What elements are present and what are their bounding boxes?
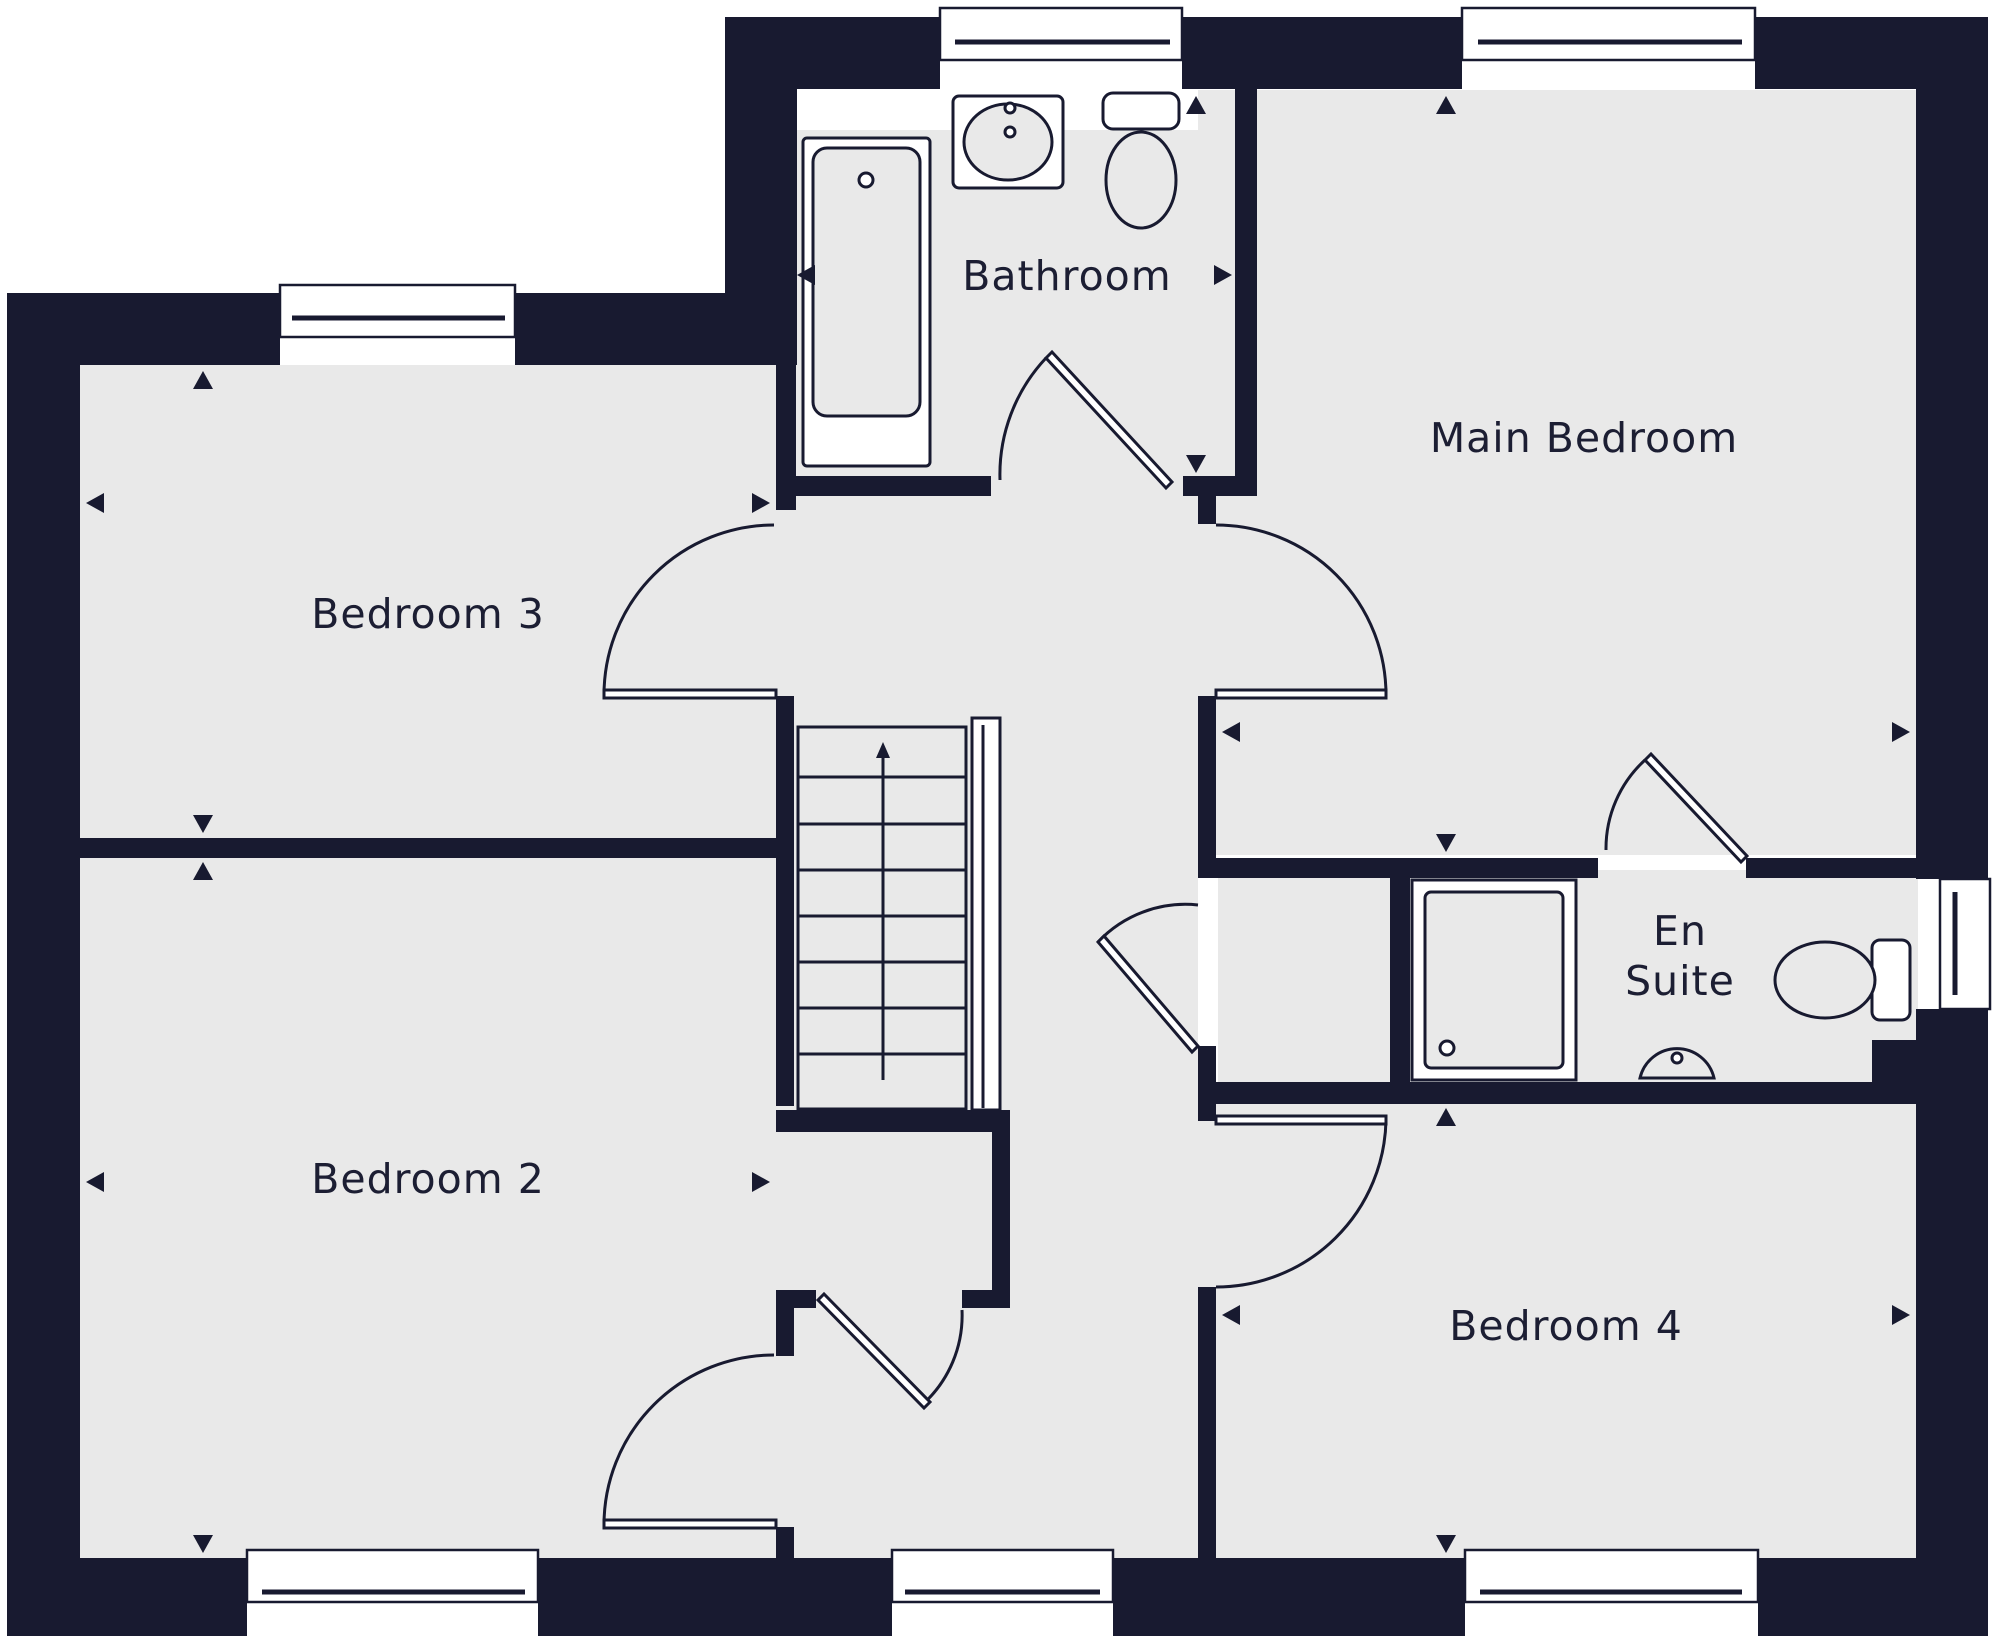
dimension-arrow-icon xyxy=(1892,722,1910,742)
bathtub-icon xyxy=(801,136,932,468)
room-label-main-bedroom: Main Bedroom xyxy=(1430,414,1738,462)
windows xyxy=(245,6,1992,1604)
door-swing-icon xyxy=(1095,902,1201,1055)
room-label-bedroom-2: Bedroom 2 xyxy=(311,1155,545,1203)
dimension-arrow-icon xyxy=(1214,265,1232,285)
room-label-en-suite-line2: Suite xyxy=(1625,957,1735,1005)
shower-tray-icon xyxy=(1410,878,1578,1082)
window-icon xyxy=(278,283,517,339)
dimension-arrow-icon xyxy=(86,1172,104,1192)
basin-icon xyxy=(951,94,1065,190)
dimension-arrow-icon xyxy=(193,815,213,833)
dimension-arrow-icon xyxy=(1436,1108,1456,1126)
toilet-icon xyxy=(1773,938,1912,1022)
door-swing-icon xyxy=(1604,751,1750,865)
toilet-icon xyxy=(1101,91,1181,230)
walls xyxy=(7,17,1988,1636)
basin-icon xyxy=(1638,1047,1716,1080)
dimension-arrow-icon xyxy=(193,862,213,880)
dimension-arrow-icon xyxy=(752,1172,770,1192)
room-label-bedroom-3: Bedroom 3 xyxy=(311,590,545,638)
window-icon xyxy=(1460,6,1757,62)
window-icon xyxy=(938,6,1184,62)
door-swing-icon xyxy=(1214,523,1388,700)
doors xyxy=(602,349,1750,1530)
window-icon xyxy=(1938,877,1992,1011)
door-swing-icon xyxy=(1214,1114,1388,1289)
dimension-arrow-icon xyxy=(752,493,770,513)
door-swing-icon xyxy=(602,523,778,700)
door-swing-icon xyxy=(602,1353,778,1530)
window-icon xyxy=(890,1548,1115,1604)
dimension-arrow-icon xyxy=(797,265,815,285)
door-swing-icon xyxy=(815,1291,964,1411)
window-icon xyxy=(245,1548,540,1604)
dimension-arrow-icon xyxy=(86,493,104,513)
dimension-arrow-icon xyxy=(193,1535,213,1553)
dimension-arrow-icon xyxy=(1186,455,1206,473)
dimension-arrows xyxy=(86,96,1910,1553)
dimension-arrow-icon xyxy=(1222,722,1240,742)
door-swing-icon xyxy=(998,349,1175,491)
dimension-arrow-icon xyxy=(1436,1535,1456,1553)
room-label-bathroom: Bathroom xyxy=(962,252,1171,300)
dimension-arrow-icon xyxy=(1186,96,1206,114)
room-labels: Bathroom Main Bedroom Bedroom 3 Bedroom … xyxy=(311,252,1738,1350)
staircase-icon xyxy=(796,716,1002,1112)
window-icon xyxy=(1463,1548,1760,1604)
dimension-arrow-icon xyxy=(1436,96,1456,114)
dimension-arrow-icon xyxy=(1222,1305,1240,1325)
room-label-en-suite-line1: En xyxy=(1653,907,1707,955)
room-label-bedroom-4: Bedroom 4 xyxy=(1449,1302,1683,1350)
dimension-arrow-icon xyxy=(1436,834,1456,852)
dimension-arrow-icon xyxy=(1892,1305,1910,1325)
dimension-arrow-icon xyxy=(193,371,213,389)
